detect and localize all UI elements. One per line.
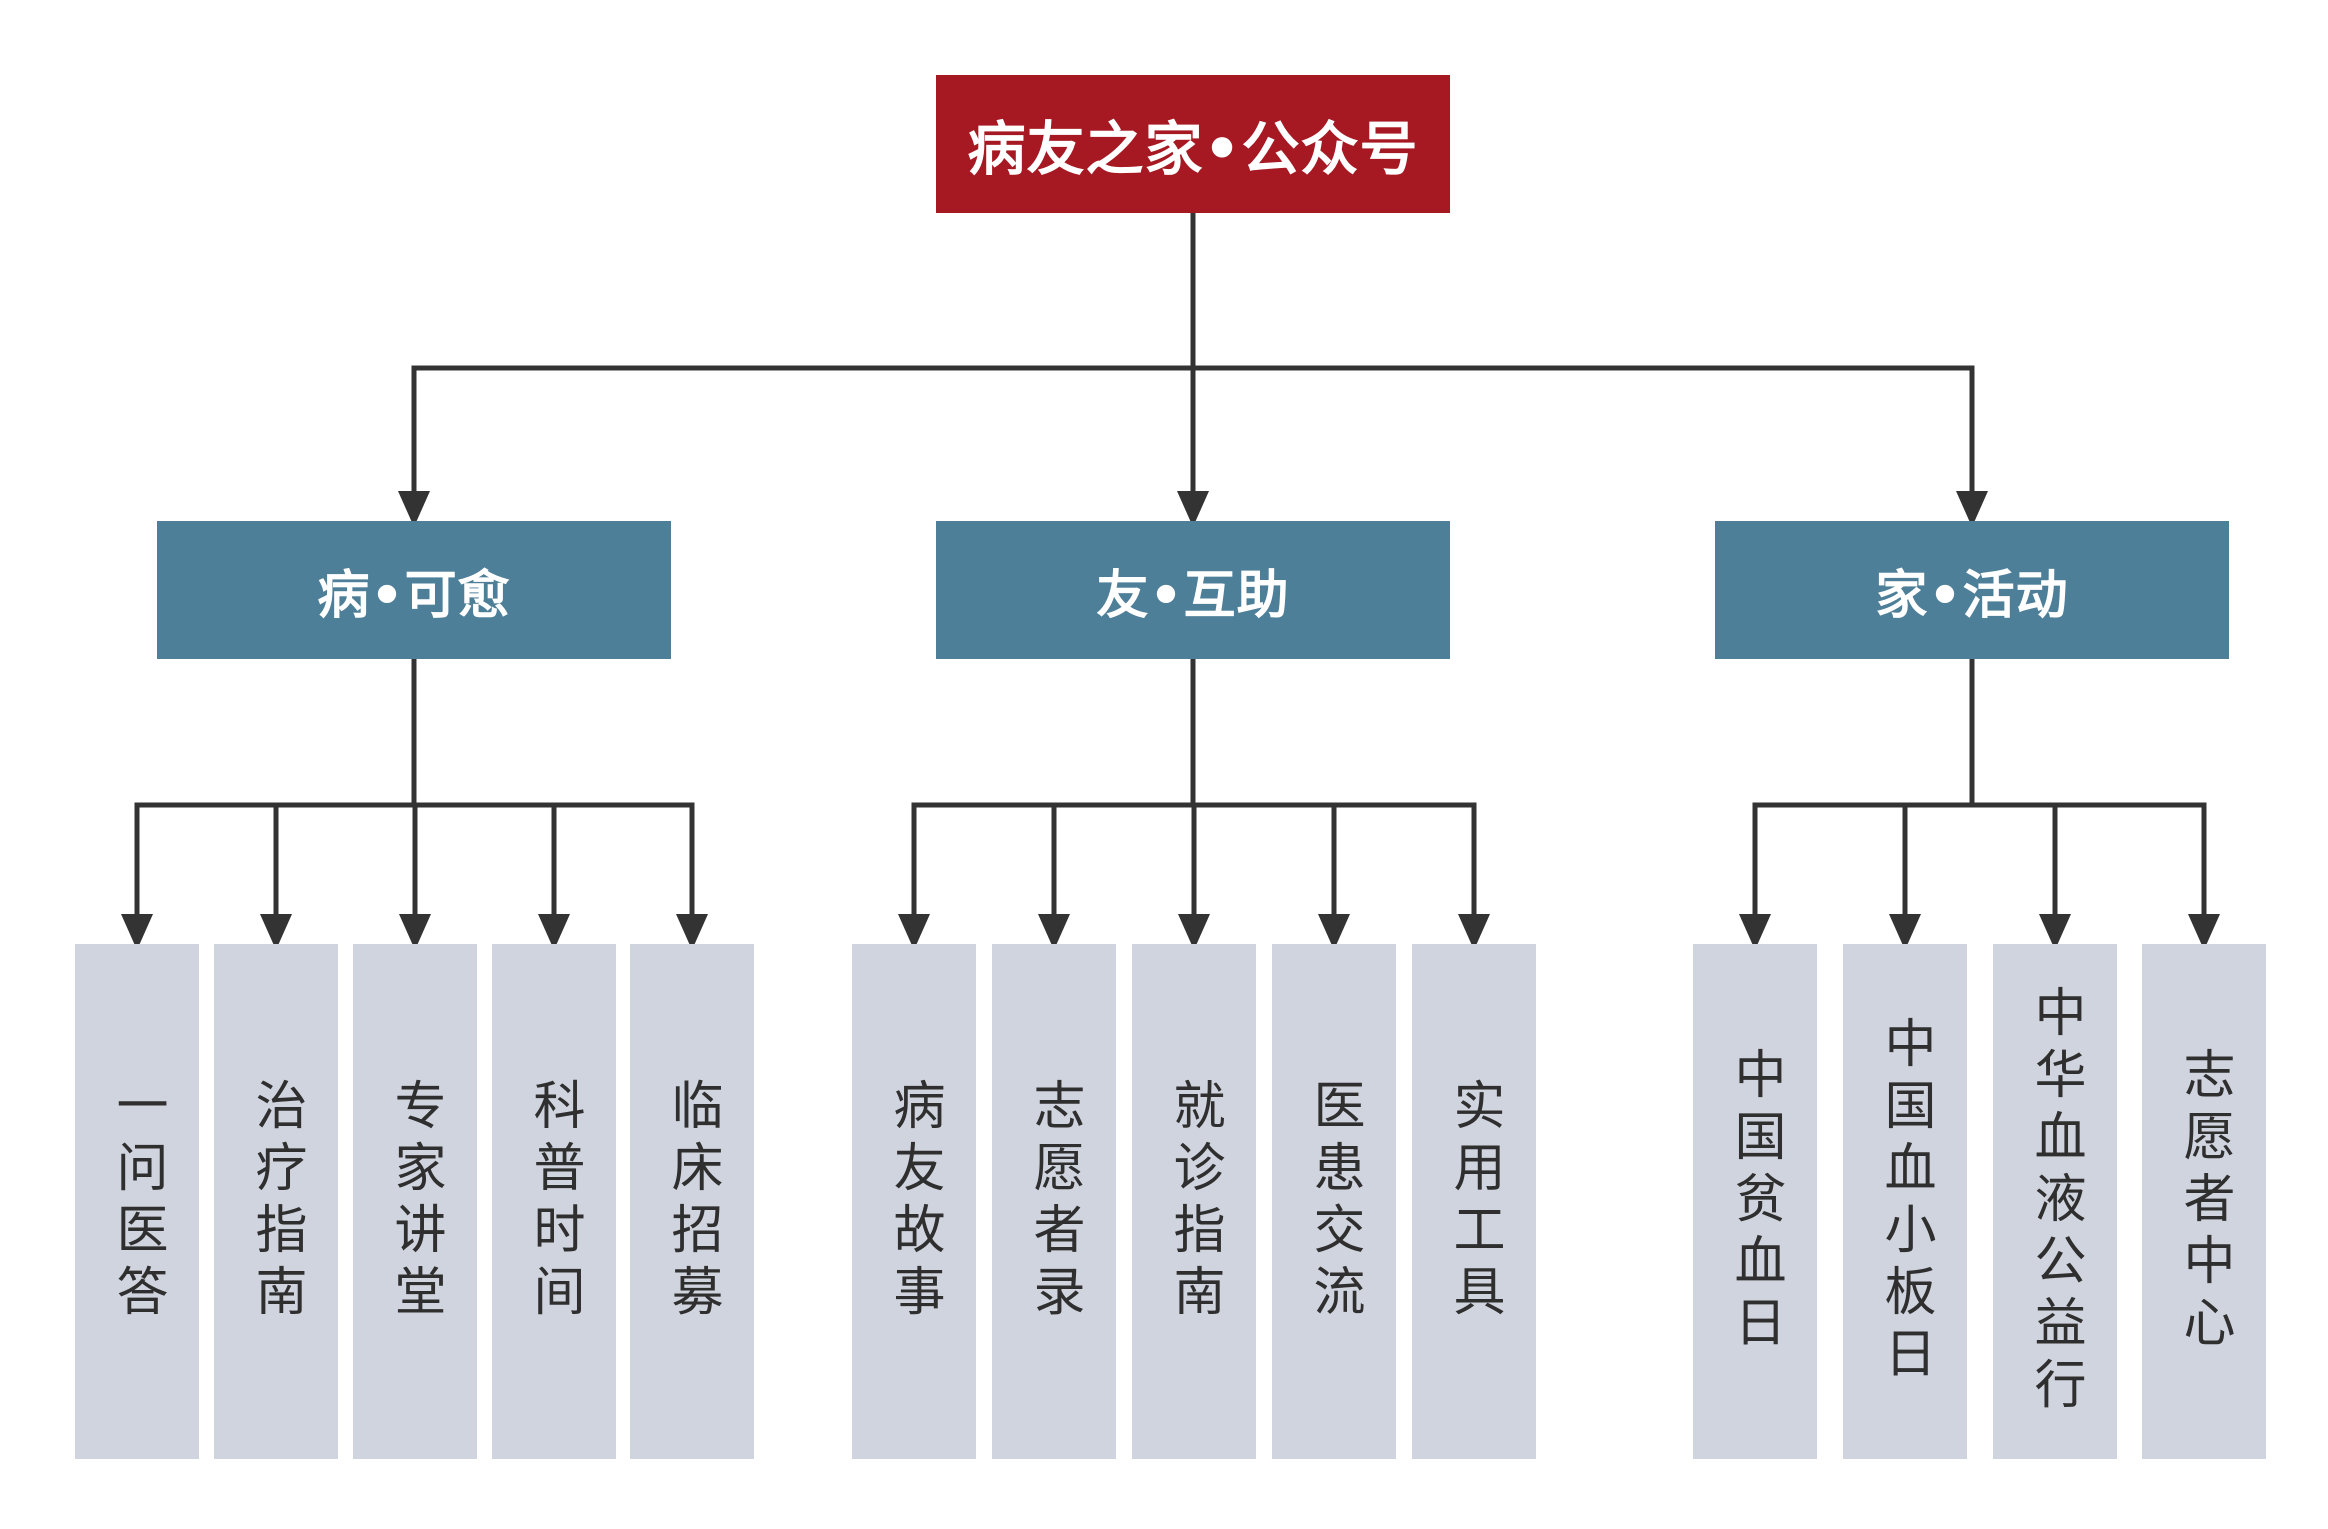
connector-arrowhead xyxy=(1038,914,1070,950)
leaf-label: 医患交流 xyxy=(1304,1077,1364,1326)
leaf-label: 中国血小板日 xyxy=(1875,1015,1935,1388)
leaf-node: 中国血小板日 xyxy=(1843,944,1967,1459)
connector-arrowhead xyxy=(2039,914,2071,950)
leaf-node: 专家讲堂 xyxy=(353,944,477,1459)
leaf-node: 就诊指南 xyxy=(1132,944,1256,1459)
connector-arrowhead xyxy=(260,914,292,950)
leaf-label: 志愿者录 xyxy=(1024,1077,1084,1326)
connector-arrowhead xyxy=(398,491,430,527)
root-label: 病友之家•公众号 xyxy=(967,115,1419,183)
leaf-label: 就诊指南 xyxy=(1164,1077,1224,1326)
category-label: 家•活动 xyxy=(1875,565,2069,626)
connector-arrowhead xyxy=(1177,491,1209,527)
connector-arrowhead xyxy=(1458,914,1490,950)
leaf-label: 实用工具 xyxy=(1444,1077,1504,1326)
leaf-label: 科普时间 xyxy=(524,1077,584,1326)
root-node: 病友之家•公众号 xyxy=(936,75,1450,213)
connector-arrowhead xyxy=(1318,914,1350,950)
connector-arrowhead xyxy=(1178,914,1210,950)
connector-arrowhead xyxy=(676,914,708,950)
leaf-node: 医患交流 xyxy=(1272,944,1396,1459)
leaf-label: 中国贫血日 xyxy=(1725,1046,1785,1357)
category-label: 友•互助 xyxy=(1096,565,1290,626)
connector-arrowhead xyxy=(399,914,431,950)
category-label: 病•可愈 xyxy=(317,565,511,626)
leaf-node: 治疗指南 xyxy=(214,944,338,1459)
category-node-bing-keyu: 病•可愈 xyxy=(157,521,671,659)
leaf-label: 临床招募 xyxy=(662,1077,722,1326)
connector-arrowhead xyxy=(2188,914,2220,950)
connector-arrowhead xyxy=(1956,491,1988,527)
leaf-node: 实用工具 xyxy=(1412,944,1536,1459)
category-node-you-huzhu: 友•互助 xyxy=(936,521,1450,659)
leaf-node: 志愿者录 xyxy=(992,944,1116,1459)
leaf-node: 科普时间 xyxy=(492,944,616,1459)
leaf-label: 中华血液公益行 xyxy=(2025,984,2085,1419)
leaf-node: 中国贫血日 xyxy=(1693,944,1817,1459)
connector-arrowhead xyxy=(1739,914,1771,950)
connector-arrowhead xyxy=(898,914,930,950)
category-node-jia-huodong: 家•活动 xyxy=(1715,521,2229,659)
leaf-node: 临床招募 xyxy=(630,944,754,1459)
leaf-label: 治疗指南 xyxy=(246,1077,306,1326)
connector-arrowhead xyxy=(538,914,570,950)
leaf-node: 中华血液公益行 xyxy=(1993,944,2117,1459)
leaf-label: 志愿者中心 xyxy=(2174,1046,2234,1357)
leaf-node: 志愿者中心 xyxy=(2142,944,2266,1459)
leaf-node: 一问医答 xyxy=(75,944,199,1459)
leaf-node: 病友故事 xyxy=(852,944,976,1459)
leaf-label: 一问医答 xyxy=(107,1077,167,1326)
leaf-label: 专家讲堂 xyxy=(385,1077,445,1326)
connector-arrowhead xyxy=(1889,914,1921,950)
connector-arrowhead xyxy=(121,914,153,950)
leaf-label: 病友故事 xyxy=(884,1077,944,1326)
